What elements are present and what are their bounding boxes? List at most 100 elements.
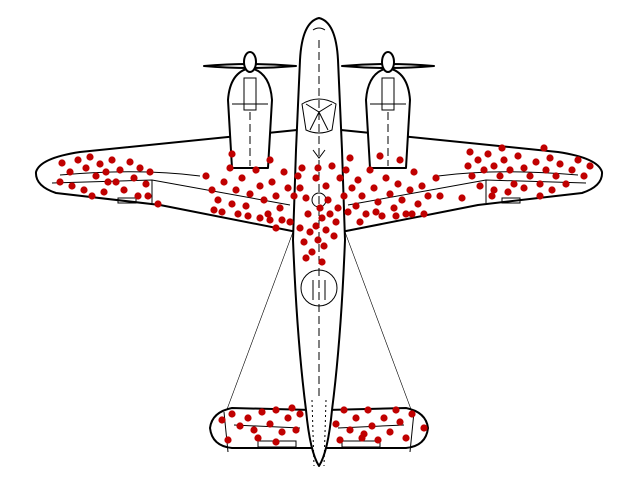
damage-dot [536,192,544,200]
damage-dot [302,254,310,262]
damage-dot [354,176,362,184]
damage-dot [108,156,116,164]
damage-dot [254,434,262,442]
damage-dot [224,436,232,444]
damage-dot [304,210,312,218]
damage-dot [56,178,64,186]
damage-dot [352,202,360,210]
damage-dot [376,152,384,160]
damage-dot [296,410,304,418]
damage-dot [58,159,66,167]
damage-dot [340,192,348,200]
damage-dot [344,208,352,216]
damage-dot [394,180,402,188]
damage-dot [252,166,260,174]
damage-dot [366,166,374,174]
damage-dot [322,226,330,234]
damage-dot [320,242,328,250]
damage-dot [328,162,336,170]
damage-dot [288,404,296,412]
damage-dot [420,210,428,218]
damage-dot [406,186,414,194]
damage-dot [318,258,326,266]
damage-dot [504,188,512,196]
damage-dot [210,206,218,214]
damage-dot [294,172,302,180]
damage-dot [418,182,426,190]
damage-dot [312,174,320,182]
damage-dot [324,196,332,204]
damage-dot [292,426,300,434]
damage-dot [362,210,370,218]
damage-dot [408,410,416,418]
damage-dot [214,196,222,204]
damage-dot [314,164,322,172]
damage-dot [392,212,400,220]
damage-dot [260,196,268,204]
damage-dot [396,156,404,164]
damage-dot [136,164,144,172]
damage-dot [368,422,376,430]
damage-dot [364,406,372,414]
damage-dot [134,192,142,200]
damage-dot [500,156,508,164]
damage-dot [100,188,108,196]
damage-dot [466,148,474,156]
damage-dot [272,406,280,414]
damage-dot [308,248,316,256]
damage-dot [284,414,292,422]
damage-dot [234,210,242,218]
damage-dot [278,216,286,224]
damage-dot [144,192,152,200]
damage-dot [490,186,498,194]
damage-dot [306,228,314,236]
damage-dot [290,192,298,200]
fuselage-details [300,27,338,467]
damage-dot [414,200,422,208]
damage-dot [284,184,292,192]
damage-dot [432,174,440,182]
damage-dot [202,172,210,180]
damage-dot [256,214,264,222]
damage-dot [330,232,338,240]
damage-dot [246,190,254,198]
damage-dot [82,164,90,172]
damage-dot [68,182,76,190]
damage-dot [154,200,162,208]
damage-dot [92,172,100,180]
damage-dot [336,436,344,444]
damage-dot [490,162,498,170]
damage-dot [360,430,368,438]
damage-dot [542,166,550,174]
damage-dot [392,406,400,414]
damage-dot [326,210,334,218]
damage-dot [116,166,124,174]
damage-dot [268,178,276,186]
damage-dot [398,196,406,204]
damage-dot [244,414,252,422]
left-propeller [203,51,297,73]
damage-dot [232,186,240,194]
damage-dot [346,426,354,434]
damage-dot [86,153,94,161]
damage-dot [218,416,226,424]
damage-dot [526,172,534,180]
damage-dot [468,172,476,180]
damage-dot [458,194,466,202]
damage-dot [316,204,324,212]
damage-dot [386,428,394,436]
damage-dot [520,164,528,172]
damage-dot [586,162,594,170]
damage-dot [228,410,236,418]
damage-dot [382,174,390,182]
damage-dot [266,216,274,224]
bracing-wires [225,231,413,413]
damage-dot [498,144,506,152]
damage-dot [374,198,382,206]
damage-dot [302,194,310,202]
damage-dot [146,168,154,176]
damage-dot [552,172,560,180]
damage-dot [242,202,250,210]
damage-dot [580,172,588,180]
